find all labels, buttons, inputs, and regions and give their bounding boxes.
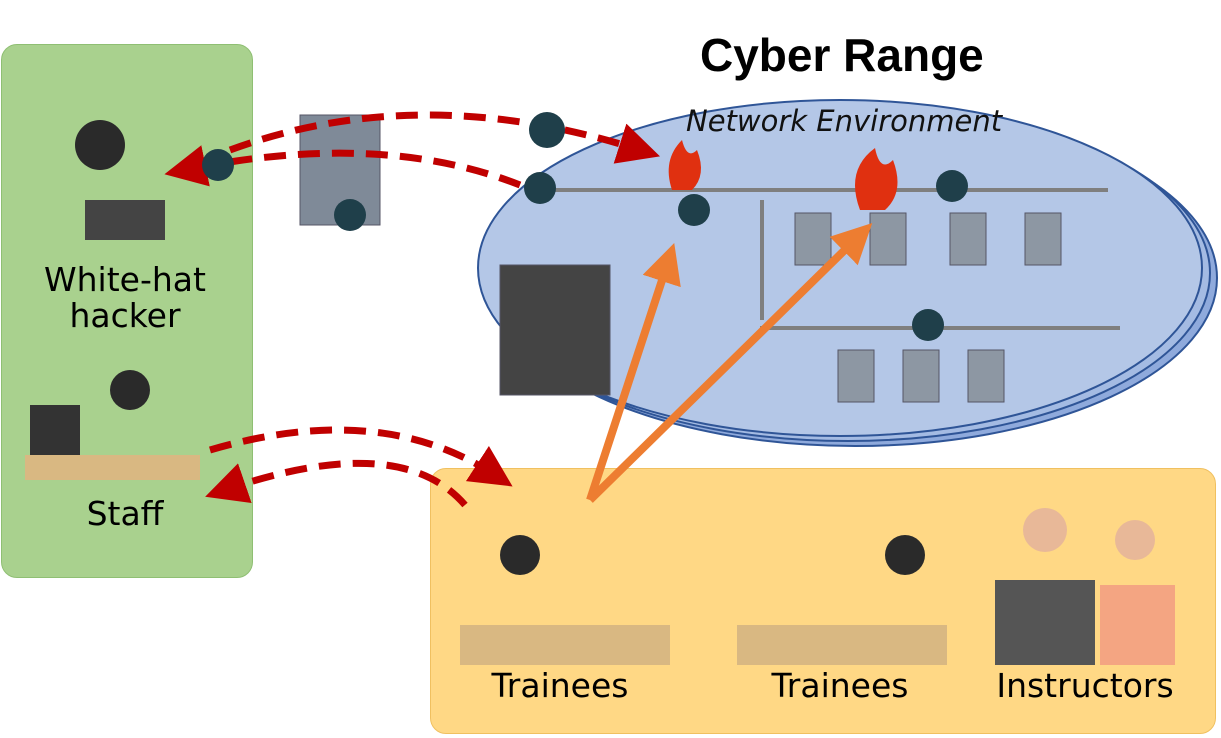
- attack-arrows: [164, 111, 661, 508]
- network-environment-label: Network Environment: [686, 104, 1003, 138]
- diagram-title: Cyber Range: [700, 29, 984, 81]
- fire-icons: [668, 140, 898, 210]
- trainees-label-2: Trainees: [771, 666, 909, 705]
- training-arrows: [586, 222, 873, 503]
- trainees-label-1: Trainees: [491, 666, 629, 705]
- white-hat-hacker-label: White-hat hacker: [44, 260, 206, 336]
- people-icons: [25, 120, 1175, 665]
- instructors-label: Instructors: [996, 666, 1174, 705]
- staff-label: Staff: [86, 494, 164, 533]
- server-icons: [299, 114, 1062, 403]
- malware-icons: [202, 112, 968, 341]
